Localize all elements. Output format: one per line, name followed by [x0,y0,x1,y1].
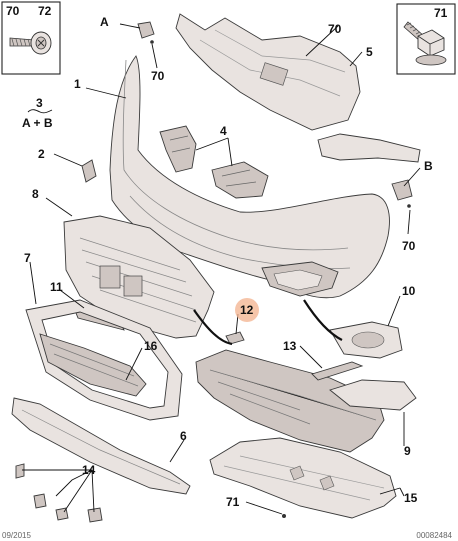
callout-15: 15 [404,491,418,505]
callout-6: 6 [180,429,187,443]
callout-5: 5 [366,45,373,59]
hex-bolt-icon [403,21,447,66]
part-9-absorber [195,349,385,453]
callout-12: 12 [240,303,254,317]
callout-14: 14 [82,463,96,477]
callout-10: 10 [402,284,416,298]
callout-71-bottom: 71 [226,495,240,509]
callout-8: 8 [32,187,39,201]
part-5-upper-support [175,13,421,163]
callout-3-formula: A + B [22,116,53,130]
part-13-trim [311,361,364,381]
callout-3: 3 [36,96,43,110]
part-1-bumper-cover [109,55,390,299]
inset-fastener-70-72: 70 72 [1,1,61,75]
footer-date: 09/2015 [2,531,31,540]
callout-4: 4 [220,124,227,138]
callout-11: 11 [50,280,63,294]
part-6-lower-lip [11,397,191,495]
part-16-lower-grille [39,333,147,397]
callout-2: 2 [38,147,45,161]
part-4-brackets [159,125,269,199]
part-10-fog-bezel [329,321,417,411]
callout-labels: A 70 70 5 1 3 A + B 4 2 B 8 70 7 11 10 1… [22,15,433,509]
callout-13: 13 [283,339,297,353]
callout-1: 1 [74,77,81,91]
part-a-bracket [137,21,155,44]
part-7-surround [25,299,183,421]
callout-7: 7 [24,251,31,265]
callout-b: B [424,159,433,173]
callout-a: A [100,15,109,29]
callout-12-highlight: 12 [235,298,259,322]
inset-label-71: 71 [434,6,448,20]
inset-label-70: 70 [6,4,20,18]
part-2-clip [81,159,97,183]
part-15-underbody-shield [209,437,397,519]
callout-3-group: 3 A + B [22,96,53,130]
callout-9: 9 [404,444,411,458]
callout-70-right: 70 [402,239,416,253]
part-8-grille [63,215,215,339]
callout-70-upper-right: 70 [328,22,342,36]
part-b-bracket [391,179,413,208]
part-12-bracket [225,331,245,345]
footer-reference: 00082484 [416,531,452,540]
callout-16: 16 [144,339,158,353]
brand-emblem [99,265,143,297]
part-14-clips [15,463,103,523]
leader-lines [22,23,421,515]
callout-70-top: 70 [151,69,165,83]
screw-washer-icon [9,31,52,55]
inset-label-72: 72 [38,4,52,18]
inset-fastener-71: 71 [396,3,456,75]
